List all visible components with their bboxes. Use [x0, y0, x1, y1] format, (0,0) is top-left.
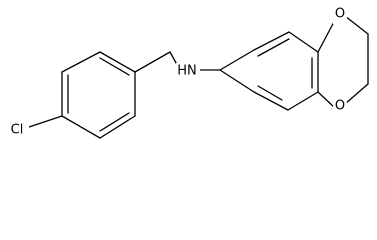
- chlorophenyl-ring: [61, 51, 136, 139]
- bond: [288, 31, 319, 53]
- atom-label-nh: HN: [176, 63, 200, 81]
- double-bond: [257, 38, 290, 57]
- double-bond: [99, 57, 130, 76]
- chlorine-label: Cl: [11, 123, 24, 138]
- atom-label-o-bottom: O: [333, 98, 347, 116]
- bond: [99, 51, 136, 73]
- bond: [99, 115, 136, 139]
- benzodioxane-aromatic-ring: [219, 31, 319, 111]
- structural-formula: Cl HN O O: [5, 6, 369, 140]
- double-bond: [99, 112, 130, 132]
- bond: [61, 51, 101, 73]
- atom-label-cl: Cl: [5, 120, 29, 140]
- bond: [219, 49, 255, 71]
- bond: [61, 115, 101, 139]
- bond-c-cl: [25, 115, 63, 129]
- bond: [287, 91, 319, 111]
- oxygen-bottom-label: O: [335, 99, 345, 114]
- dioxane-ring: [317, 15, 369, 109]
- bond-ring-ch2: [134, 51, 171, 73]
- bond: [317, 19, 336, 53]
- amine-label: HN: [177, 64, 197, 79]
- bond: [253, 91, 289, 111]
- bond: [317, 91, 336, 109]
- bond: [344, 15, 369, 35]
- bond: [344, 83, 369, 105]
- bond: [253, 31, 290, 51]
- oxygen-top-label: O: [335, 7, 345, 22]
- atom-label-o-top: O: [333, 6, 347, 24]
- bond: [219, 69, 255, 93]
- double-bond: [257, 85, 283, 101]
